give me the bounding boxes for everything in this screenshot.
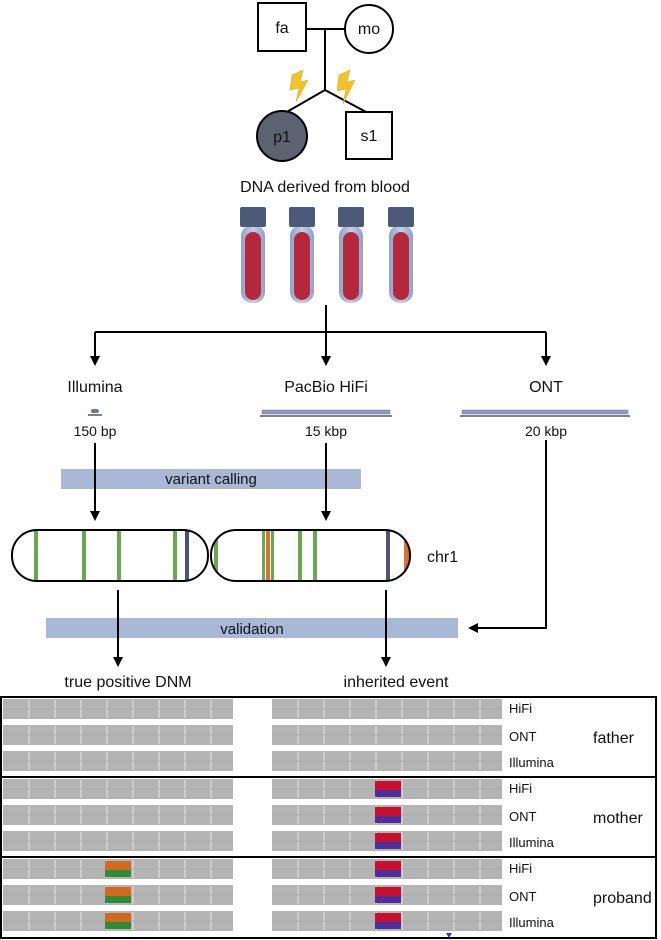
band-green [262,530,265,581]
band-green [298,530,302,581]
dnm-allele-block [105,887,131,896]
track-label-ont: ONT [509,889,537,904]
mother-label: mo [358,21,380,38]
dnm-allele-block [105,896,131,903]
calling-arrows [90,443,331,521]
band-dark [185,530,189,581]
band-green [82,530,86,581]
sibship-line-right [324,89,369,114]
band-green [117,530,121,581]
variant-allele-block [375,922,401,929]
sibling-square [345,111,393,160]
variant-calling-label: variant calling [165,471,257,488]
member-label-proband: proband [593,890,652,907]
variant-calling-bar [61,469,361,489]
band-green [34,530,38,581]
band-green [173,530,177,581]
track-label-illumina: Illumina [509,915,555,930]
chromosome-label: chr1 [427,549,458,566]
blood-tubes [240,207,414,303]
band-orange [266,530,270,581]
igv-variant-blocks [105,781,452,938]
track-label-hifi: HiFi [509,781,532,796]
track-label-illumina: Illumina [509,755,555,770]
igv-frame [0,696,657,939]
variant-allele-block [375,781,401,790]
variant-allele-block [375,887,401,896]
validation-label: validation [220,621,283,638]
outcome-inherited: inherited event [344,674,450,691]
lightning-icon-right [336,69,356,105]
insertion-marker-icon [446,933,452,938]
proband-circle [256,110,308,162]
track-label-ont: ONT [509,729,537,744]
blood-tube-4 [388,207,414,303]
sibling-label: s1 [361,128,378,145]
outcome-true-positive: true positive DNM [64,674,191,691]
tech-illumina-label: Illumina [67,379,122,396]
variant-allele-block [375,833,401,842]
sibship-line-left [284,89,326,114]
band-orange [404,530,410,581]
band-green [271,530,274,581]
band-dark [386,530,390,581]
member-label-father: father [593,730,635,747]
pedigree: fa mo p1 s1 [256,2,394,162]
variant-allele-block [375,842,401,849]
father-label: fa [275,20,288,37]
lightning-icon-left [289,69,309,103]
track-label-hifi: HiFi [509,861,532,876]
member-label-mother: mother [593,810,643,827]
dna-source-label: DNA derived from blood [240,179,410,196]
proband-label: p1 [273,129,291,146]
father-square [257,2,307,52]
dnm-allele-block [105,870,131,877]
variant-allele-block [375,870,401,877]
illumina-read [91,409,99,413]
illumina-read-length: 150 bp [74,423,117,439]
track-label-illumina: Illumina [509,835,555,850]
blood-tube-2 [289,207,315,303]
track-label-hifi: HiFi [509,701,532,716]
variant-allele-block [375,861,401,870]
variant-allele-block [375,790,401,797]
dnm-allele-block [105,861,131,870]
band-green [313,530,317,581]
mother-circle [344,4,394,54]
blood-tube-3 [338,207,364,303]
sequencing-branch [90,305,551,366]
track-label-ont: ONT [509,809,537,824]
ont-read-length: 20 kbp [525,423,567,439]
hifi-read-length: 15 kbp [305,423,347,439]
variant-allele-block [375,913,401,922]
validation-arrows [113,440,547,667]
igv-panel: HiFi ONT Illumina father HiFi ONT Illumi… [0,696,657,939]
validation-bar [46,618,458,638]
variant-allele-block [375,816,401,823]
band-green [214,530,218,581]
chromosome-chr1 [11,529,411,582]
tech-hifi-label: PacBio HiFi [284,379,368,396]
ont-read [461,409,629,415]
dnm-allele-block [105,913,131,922]
tech-ont-label: ONT [529,379,563,396]
hifi-read [261,409,391,415]
dnm-allele-block [105,922,131,929]
variant-allele-block [375,807,401,816]
blood-tube-1 [240,207,266,303]
variant-allele-block [375,896,401,903]
